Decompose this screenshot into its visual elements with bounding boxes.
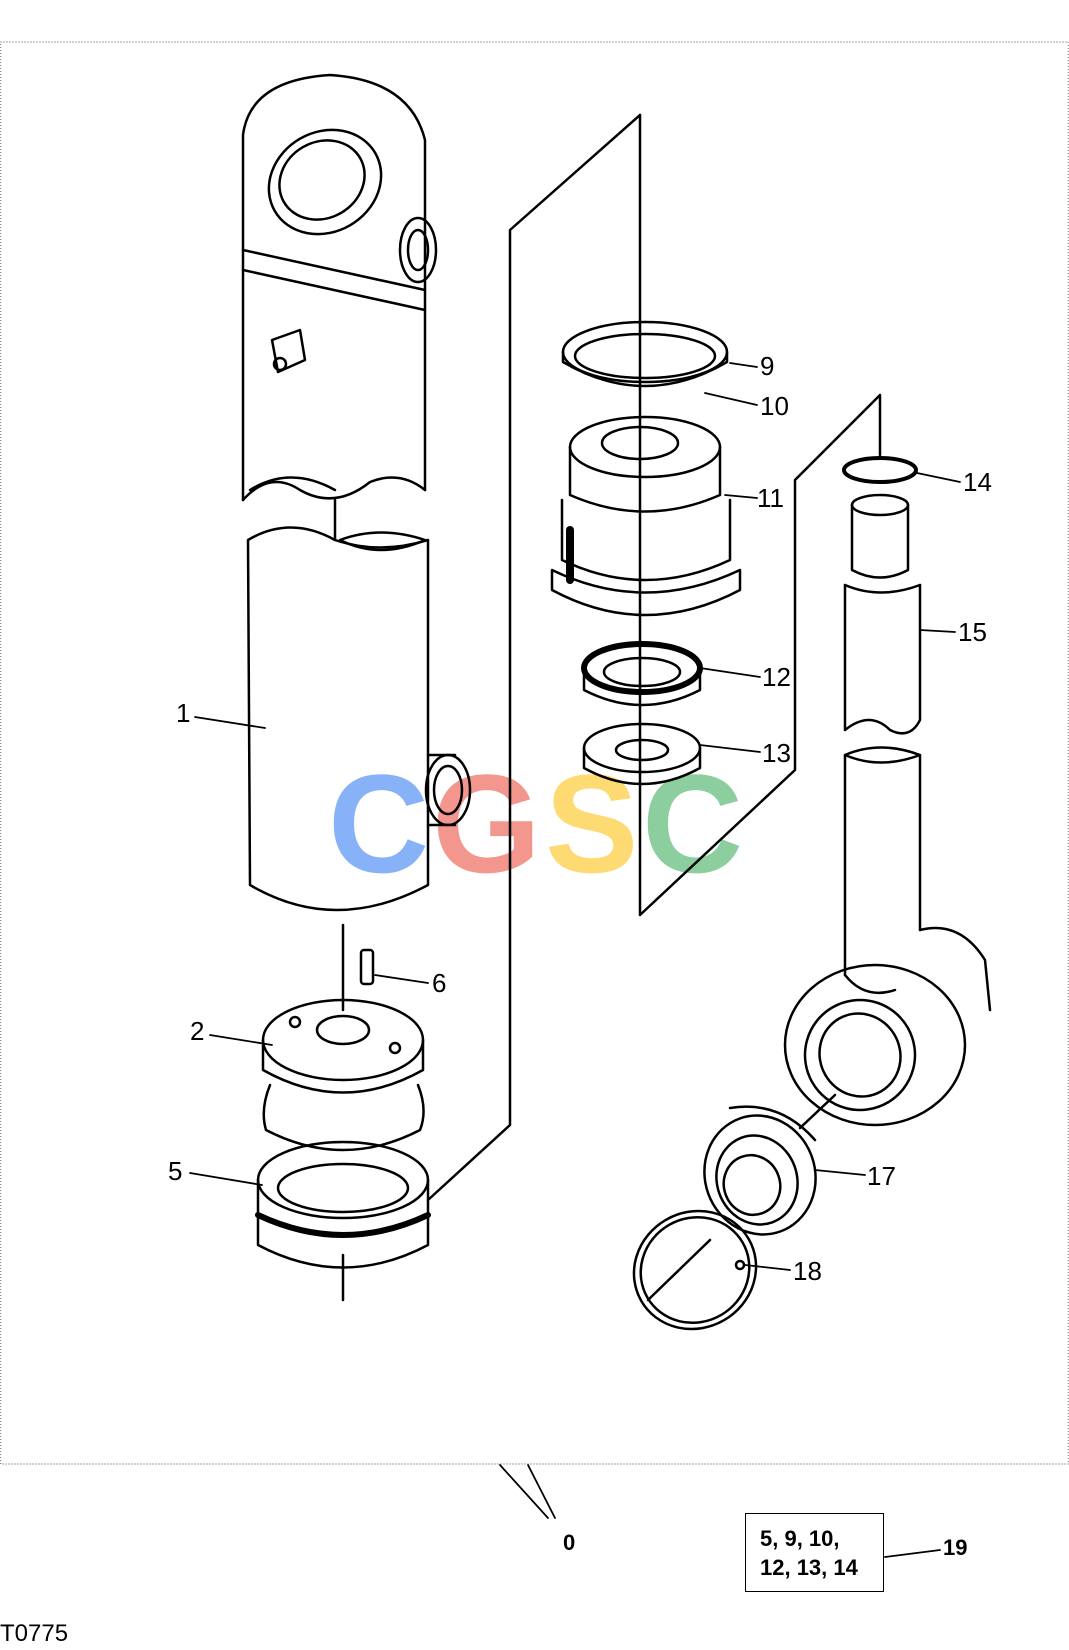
callout-19: 19 (943, 1535, 967, 1560)
callout-2: 2 (190, 1016, 204, 1046)
watermark-letter: S (545, 745, 638, 902)
assembly-axis-line (426, 113, 642, 1202)
leader-line-14 (916, 472, 961, 483)
gland-part-11 (550, 415, 742, 617)
cylinder-barrel (246, 526, 472, 912)
callout-13: 13 (762, 738, 791, 768)
leader-line-17 (814, 1169, 866, 1176)
leader-line-1 (194, 716, 266, 729)
snap-ring-part-18 (632, 1209, 758, 1331)
callout-1: 1 (176, 698, 190, 728)
leader-line-2 (209, 1034, 273, 1046)
piston-ring-part-5 (255, 1140, 431, 1269)
o-ring-part-14 (842, 456, 918, 484)
assembly-axis-line (638, 113, 882, 917)
callout-11: 11 (757, 483, 784, 513)
callout-0: 0 (563, 1530, 575, 1555)
rod-eye (783, 926, 992, 1127)
kit-line: 5, 9, 10, (760, 1526, 840, 1551)
callout-10: 10 (760, 391, 789, 421)
washer-part-13 (582, 722, 702, 786)
leader-line-10 (704, 392, 758, 406)
callout-5: 5 (168, 1156, 182, 1186)
leader-line-12 (699, 667, 761, 678)
key-part-6 (359, 948, 375, 986)
piston-rod-part-15 (843, 493, 922, 977)
watermark: C G S C (328, 745, 743, 902)
leader-line-18 (744, 1264, 791, 1271)
piston-part-2 (261, 998, 425, 1152)
cylinder-clevis-end (241, 73, 438, 502)
callout-15: 15 (958, 617, 987, 647)
watermark-letter: G (432, 745, 541, 902)
leader-line-6 (374, 974, 429, 984)
center-line (798, 1093, 837, 1130)
leader-line-9 (729, 362, 758, 368)
leader-line-19 (884, 1549, 941, 1558)
callout-9: 9 (760, 351, 774, 381)
wiper-seal-part-9 (561, 320, 729, 388)
leader-line-11 (724, 494, 758, 499)
bearing-part-17 (703, 1105, 817, 1236)
leader-line-0 (499, 1464, 556, 1519)
callout-6: 6 (432, 968, 446, 998)
drawing-code: T0775 (0, 1620, 69, 1647)
callout-14: 14 (963, 467, 992, 497)
leader-line-13 (699, 744, 761, 753)
seal-kit-box: 5, 9, 10, 12, 13, 14 (745, 1513, 884, 1592)
watermark-letter: C (642, 745, 743, 902)
watermark-letter: C (328, 745, 429, 902)
callout-17: 17 (867, 1161, 896, 1191)
center-line (646, 1238, 712, 1302)
callout-18: 18 (793, 1256, 822, 1286)
rod-seal-part-12 (581, 641, 703, 707)
leader-line-15 (919, 629, 956, 633)
leader-line-5 (189, 1172, 263, 1186)
kit-line: 12, 13, 14 (760, 1555, 858, 1580)
callout-12: 12 (762, 662, 791, 692)
